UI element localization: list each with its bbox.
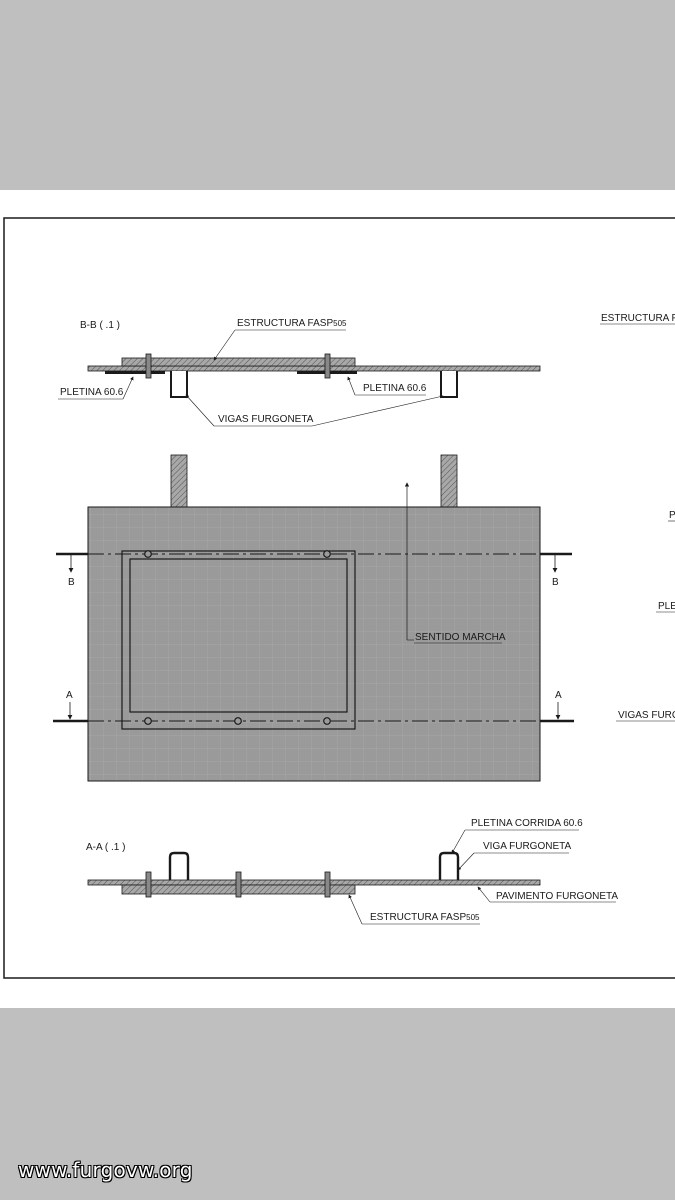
marker-b-left: B [68, 577, 75, 588]
plan-view: B B A A SENTIDO MARCHA [53, 454, 574, 782]
label-pletina-corrida: PLETINA CORRIDA 60.6 [471, 818, 583, 829]
floor-plate-aa [87, 879, 541, 886]
bolt-hole [234, 717, 242, 725]
pletina-left-shape [105, 371, 165, 374]
beam-bb-left [170, 371, 188, 398]
bolt-bb-right [324, 353, 331, 379]
label-pavimento: PAVIMENTO FURGONETA [496, 891, 618, 902]
drawing-frame [3, 217, 675, 979]
label-viga: VIGA FURGONETA [483, 841, 571, 852]
marker-a-left: A [66, 690, 73, 701]
floor-plate-bb [87, 365, 541, 372]
cropped-labels: ESTRUCTURA F P PLE VIGAS FURG [600, 313, 675, 722]
bolt-bb-left [145, 353, 152, 379]
section-bb: B-B ( .1 ) ESTRUCTURA FASP505 PLETINA 60… [58, 318, 541, 427]
bolt-hole [323, 550, 331, 558]
label-estructura-bottom: ESTRUCTURA FASP505 [370, 912, 480, 923]
structure-block-bb [121, 357, 356, 367]
bolt-hole [144, 550, 152, 558]
beam-aa-right [438, 851, 460, 880]
cut-label-p: P [669, 510, 675, 521]
cut-label-ple: PLE [658, 601, 675, 612]
drawing-sheet: B-B ( .1 ) ESTRUCTURA FASP505 PLETINA 60… [0, 190, 675, 1008]
marker-b-right: B [552, 577, 559, 588]
label-pletina-left: PLETINA 60.6 [60, 387, 124, 398]
technical-drawing: B-B ( .1 ) ESTRUCTURA FASP505 PLETINA 60… [3, 217, 675, 979]
bolt-hole [323, 717, 331, 725]
bolt-aa [324, 871, 331, 898]
label-vigas: VIGAS FURGONETA [218, 414, 314, 425]
section-bb-title: B-B ( .1 ) [80, 320, 120, 331]
bolt-aa [235, 871, 242, 898]
structure-outer-plan [121, 550, 356, 730]
plan-beam-right [440, 454, 458, 508]
cut-label-estructura: ESTRUCTURA F [601, 313, 675, 324]
bolt-hole [144, 717, 152, 725]
label-estructura-top: ESTRUCTURA FASP505 [237, 318, 347, 329]
label-pletina-right: PLETINA 60.6 [363, 383, 427, 394]
marker-a-right: A [555, 690, 562, 701]
beam-aa-left [168, 851, 190, 880]
watermark: www.furgovw.org [18, 1158, 193, 1182]
plan-beam-left [170, 454, 188, 508]
van-floor-plan [87, 506, 541, 782]
cut-label-vigas: VIGAS FURG [618, 710, 675, 721]
structure-inner-plan [129, 558, 348, 713]
label-sentido: SENTIDO MARCHA [415, 632, 506, 643]
beam-bb-right [440, 371, 458, 398]
bolt-aa [145, 871, 152, 898]
section-aa: A-A ( .1 ) PLETINA CORRIDA 60.6 VIGA FUR… [86, 818, 618, 925]
section-aa-title: A-A ( .1 ) [86, 842, 125, 853]
